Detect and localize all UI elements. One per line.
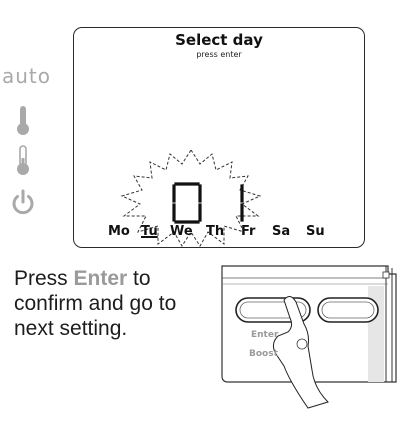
pointing-hand-icon: [272, 296, 329, 409]
lcd-title: Select day: [175, 31, 263, 49]
day-su: Su: [306, 224, 325, 239]
lcd-subtitle: press enter: [196, 50, 242, 59]
day-selector: Mo Tu We Th Fr Sa Su: [108, 224, 348, 244]
day-fr: Fr: [241, 224, 256, 239]
power-icon: [12, 189, 34, 215]
day-we: We: [170, 224, 193, 239]
day-tu-selected: Tu: [141, 224, 158, 239]
device-enter-label: Enter: [251, 330, 279, 340]
thermometer-low-icon: [17, 145, 29, 175]
enter-keyword: Enter: [73, 267, 128, 290]
mode-auto-label: auto: [2, 64, 52, 88]
lcd-digits: [172, 182, 244, 224]
instruction-line-1: Press Enter to: [14, 266, 214, 291]
instruction-prefix: Press: [14, 267, 74, 290]
instruction-line-2: confirm and go to: [14, 292, 177, 315]
day-sa: Sa: [272, 224, 291, 239]
thermometer-full-icon: [17, 106, 29, 135]
instruction-line1-suffix: to: [127, 267, 151, 290]
instruction-text: Press Enter to confirm and go to next se…: [14, 266, 214, 341]
digit-0: [172, 182, 202, 224]
day-mo: Mo: [108, 224, 130, 239]
day-th: Th: [206, 224, 225, 239]
lcd-display: [73, 27, 365, 248]
device-illustration: [221, 265, 397, 409]
device-boost-button: [317, 297, 379, 323]
instruction-line-3: next setting.: [14, 317, 128, 340]
device-boost-label: Boost: [249, 349, 278, 359]
